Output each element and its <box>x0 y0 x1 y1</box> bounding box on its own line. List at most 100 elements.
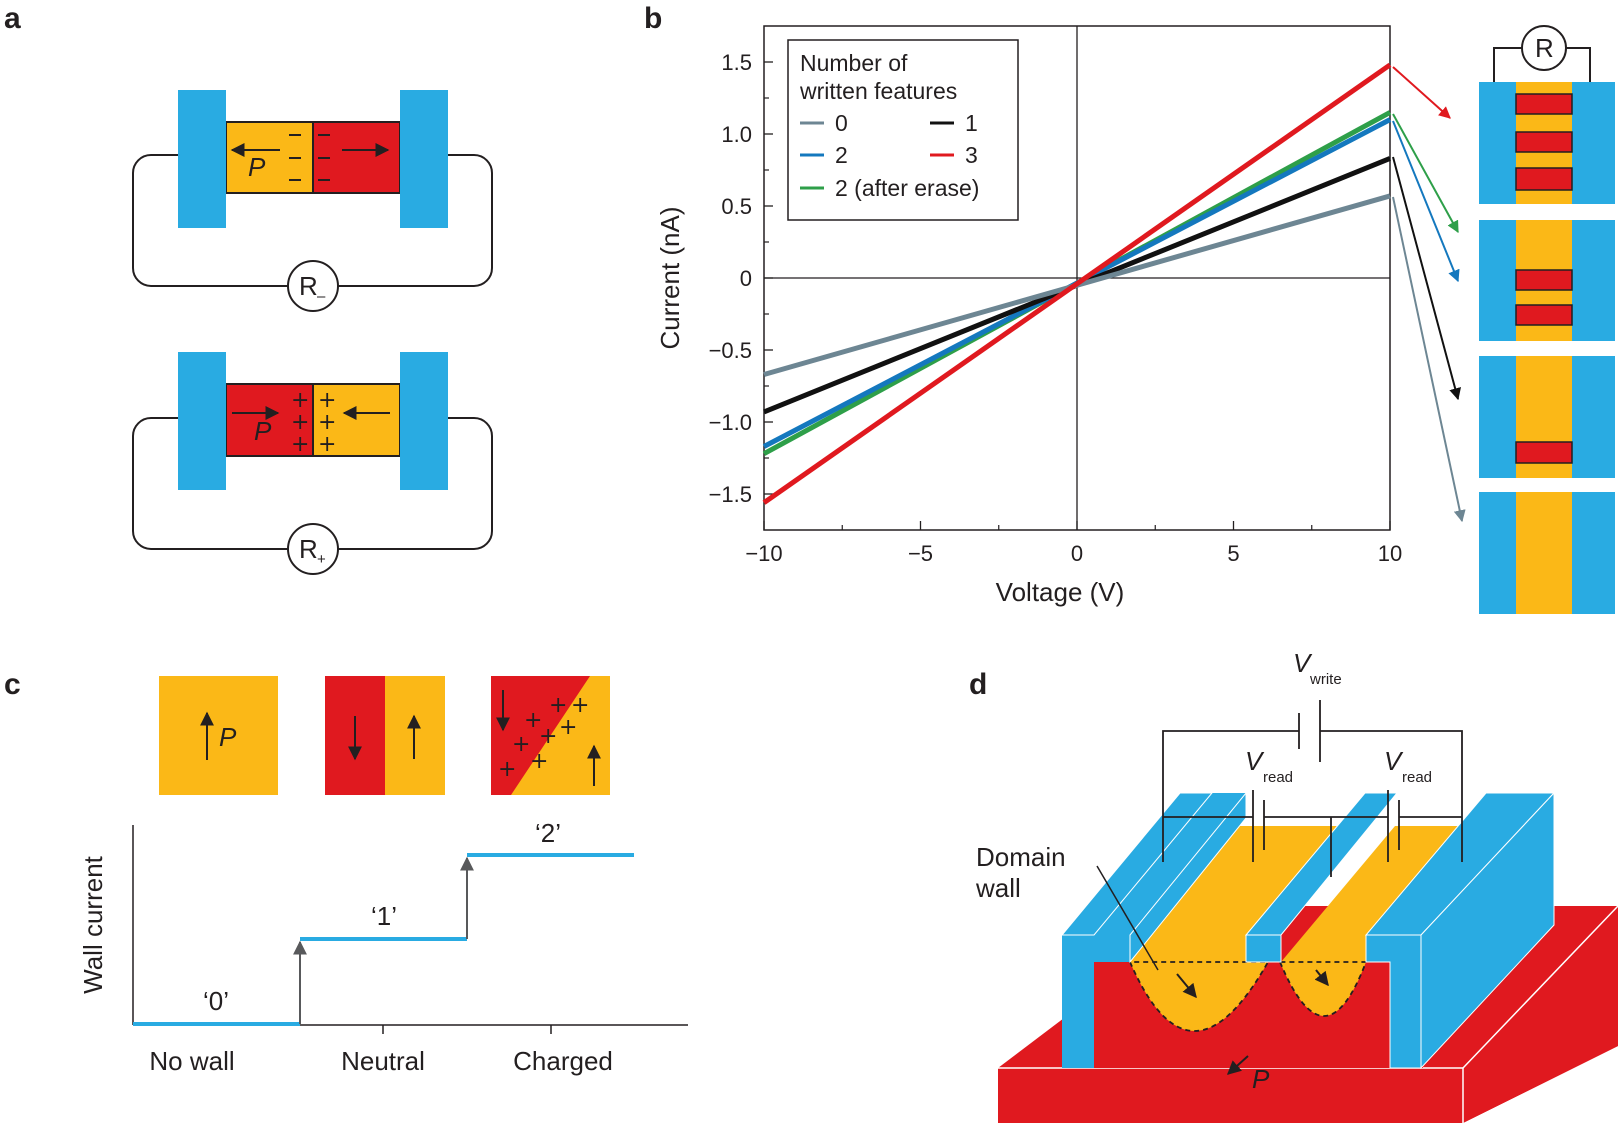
legend-label: 2 (after erase) <box>835 175 979 201</box>
category-label-no-wall: No wall <box>149 1046 234 1076</box>
series-line-3 <box>762 62 1392 505</box>
stack-two-features <box>1479 220 1615 341</box>
resistor-subscript: + <box>317 551 326 568</box>
level-label-0: ‘0’ <box>203 986 229 1016</box>
category-label-neutral: Neutral <box>341 1046 425 1076</box>
domain-wall-label-line1: Domain <box>976 842 1066 872</box>
y-tick-label: 1.5 <box>721 50 752 75</box>
svg-text:+: + <box>318 388 336 413</box>
device-tail-to-tail: P R – <box>132 90 493 312</box>
v-read-label-right: V <box>1384 746 1404 776</box>
stack-one-feature <box>1479 356 1615 478</box>
domain-wall-label-line2: wall <box>975 873 1021 903</box>
svg-text:+: + <box>318 410 336 435</box>
category-label-charged: Charged <box>513 1046 613 1076</box>
stack-no-features <box>1479 492 1615 614</box>
domain-stacks: R <box>1392 25 1615 614</box>
domain-wall-leader <box>1096 865 1159 971</box>
x-axis-title: Voltage (V) <box>996 577 1125 607</box>
panel-label-c: c <box>4 668 21 701</box>
resistor-label: R <box>299 271 318 301</box>
series-group <box>762 62 1392 505</box>
pointer-arrow-2-after-erase <box>1392 113 1459 234</box>
svg-text:+: + <box>512 732 530 757</box>
resistor-label: R <box>299 534 318 564</box>
v-read-subscript-right: read <box>1402 769 1432 786</box>
level-label-2: ‘2’ <box>535 818 561 848</box>
resistor-label: R <box>1535 33 1554 63</box>
svg-text:+: + <box>291 388 309 413</box>
domain-wall-right <box>1278 961 1368 1017</box>
level-label-1: ‘1’ <box>371 901 397 931</box>
stack-three-features <box>1479 82 1615 204</box>
substrate-polarization-arrow <box>1226 1055 1249 1075</box>
svg-text:+: + <box>291 410 309 435</box>
x-tick-label: −5 <box>908 541 933 566</box>
device-3d: P Domain wall V write V read V read <box>975 648 1619 1123</box>
electrode-right <box>400 352 448 490</box>
wire-left <box>1493 47 1522 82</box>
domain-left <box>225 383 314 457</box>
legend-label: 0 <box>835 110 848 136</box>
x-tick-label: 10 <box>1378 541 1402 566</box>
negative-charges <box>289 134 330 181</box>
v-write-subscript: write <box>1309 671 1342 688</box>
panel-label-d: d <box>969 668 987 701</box>
resistor-symbol <box>287 523 339 575</box>
device-head-to-head: P +++ +++ R + <box>132 352 493 575</box>
v-write-label: V <box>1293 648 1313 678</box>
y-axis-title: Current (nA) <box>655 206 685 349</box>
polarization-arrow-right <box>1314 969 1329 987</box>
domain-wall-left <box>1128 961 1270 1032</box>
resistor-subscript: – <box>317 288 326 305</box>
x-tick-label: 0 <box>1071 541 1083 566</box>
electrode-left <box>178 90 226 228</box>
positive-charges: +++ +++ <box>291 388 336 457</box>
panel-label-a: a <box>4 2 21 35</box>
svg-text:+: + <box>549 693 567 718</box>
y-tick-label: 0 <box>740 266 752 291</box>
domain-strip-left <box>1130 826 1361 962</box>
charged-wall-domains: +++ +++ ++ <box>491 676 610 795</box>
electrode-left <box>1062 935 1130 1068</box>
polarization-label: P <box>248 152 266 182</box>
svg-text:+: + <box>524 708 542 733</box>
v-read-subscript-left: read <box>1263 769 1293 786</box>
y-tick-label: −1.5 <box>709 482 752 507</box>
legend-label: 2 <box>835 142 848 168</box>
electrode-right <box>400 90 448 228</box>
x-tick-label: −10 <box>745 541 782 566</box>
circuit-wires <box>1162 700 1463 877</box>
y-tick-label: −1.0 <box>709 410 752 435</box>
svg-text:+: + <box>318 432 336 457</box>
svg-text:+: + <box>291 432 309 457</box>
panel-label-b: b <box>644 2 662 35</box>
legend-label: 1 <box>965 110 978 136</box>
pointer-arrow-0 <box>1392 196 1466 523</box>
legend-title-line2: written features <box>799 78 957 104</box>
svg-text:+: + <box>571 693 589 718</box>
svg-text:+: + <box>539 724 557 749</box>
polarization-label: P <box>219 722 237 752</box>
polarization-arrow-left <box>1176 973 1197 999</box>
pointer-arrow-2 <box>1392 120 1460 283</box>
polarization-label: P <box>254 416 272 446</box>
pointer-arrow-1 <box>1392 156 1461 401</box>
y-tick-label: 0.5 <box>721 194 752 219</box>
pointer-arrow-3 <box>1392 66 1451 119</box>
svg-text:+: + <box>559 715 577 740</box>
v-read-label-left: V <box>1245 746 1265 776</box>
x-tick-label: 5 <box>1227 541 1239 566</box>
y-axis-title: Wall current <box>78 855 108 994</box>
electrode-left <box>178 352 226 490</box>
svg-text:+: + <box>530 749 548 774</box>
resistor-symbol <box>287 260 339 312</box>
y-tick-label: −0.5 <box>709 338 752 363</box>
neutral-wall-domains <box>325 676 445 795</box>
wire-right <box>1566 47 1591 82</box>
